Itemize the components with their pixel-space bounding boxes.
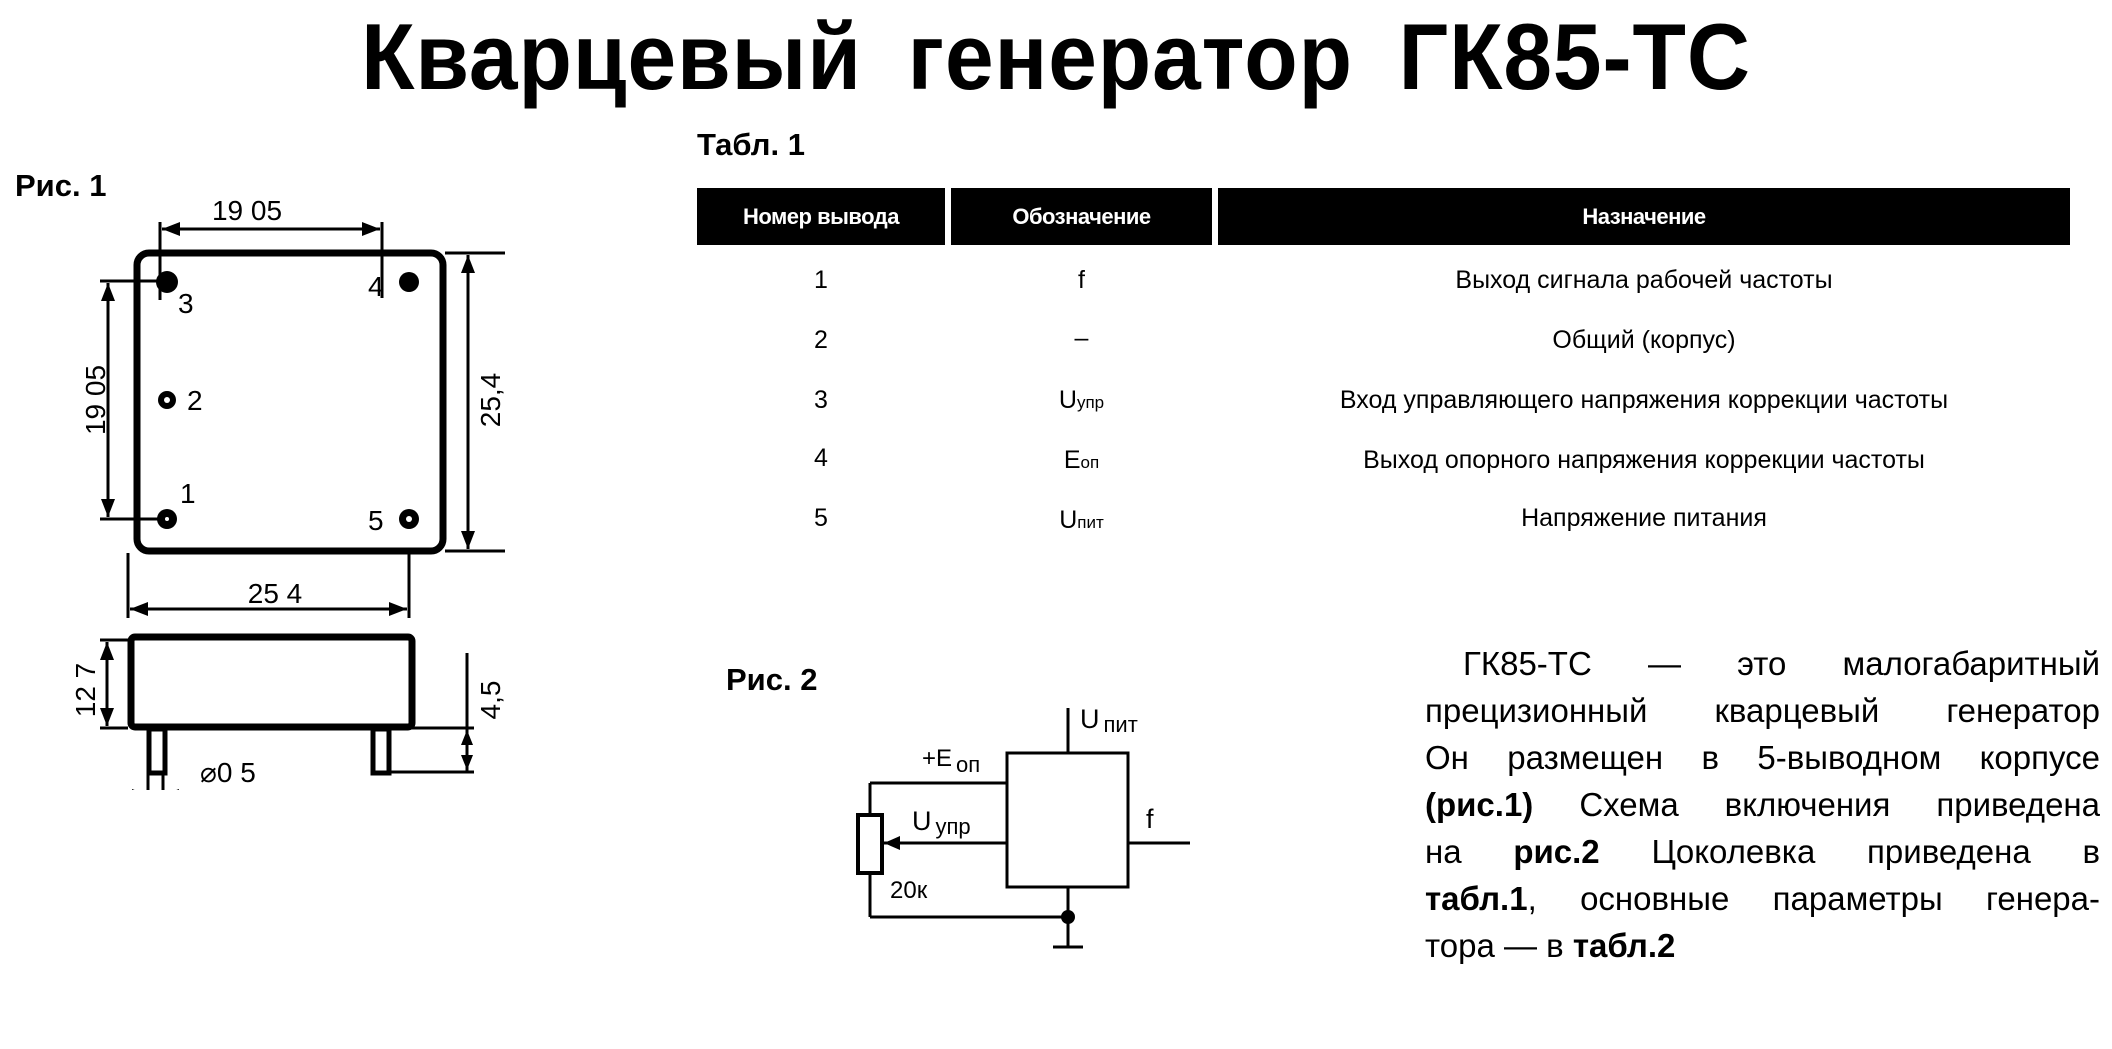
row-symbol: f [1078, 266, 1085, 294]
paragraph-line: (рис.1) Схема включения приведена [1425, 786, 2100, 823]
dim-pin-length: 4,5 [475, 681, 506, 720]
output-label: f [1146, 804, 1154, 834]
row-purpose: Общий (корпус) [1552, 326, 1736, 354]
row-number: 2 [814, 326, 828, 354]
dim-width: 25 4 [248, 578, 303, 609]
resistor-label: 20к [890, 877, 928, 904]
description-paragraph: ГК85-ТС — это малогабаритный прецизионны… [1425, 640, 2100, 969]
figure1-label: Рис. 1 [15, 168, 107, 203]
pin-label-2: 2 [187, 385, 203, 416]
paragraph-line: на рис.2 Цоколевка приведена в [1425, 833, 2100, 870]
dim-top-spacing: 19 05 [212, 195, 282, 226]
row-symbol: Eоп [1063, 446, 1100, 474]
row-number: 5 [814, 504, 828, 532]
row-symbol: Uпит [1059, 506, 1104, 534]
dim-body-height: 12 7 [70, 663, 101, 718]
pin-label-4: 4 [368, 271, 384, 302]
table-header-purpose: Назначение [1218, 188, 2070, 245]
page-title: Кварцевый генератор ГК85-ТС [361, 4, 1751, 109]
paragraph-line: табл.1, основные параметры генера- [1425, 880, 2100, 917]
row-symbol: Uупр [1058, 386, 1105, 414]
row-purpose: Выход опорного напряжения коррекции част… [1363, 446, 1925, 474]
dim-pin-diameter: ⌀0 5 [200, 757, 256, 788]
table1-label: Табл. 1 [697, 127, 805, 162]
row-symbol: – [1074, 324, 1089, 352]
paragraph-line: тора — в табл.2 [1425, 927, 1676, 964]
row-purpose: Выход сигнала рабочей частоты [1455, 266, 1833, 294]
figure2-label: Рис. 2 [726, 662, 818, 697]
row-number: 4 [814, 444, 828, 472]
pin-label-5: 5 [368, 505, 384, 536]
pin-label-1: 1 [180, 478, 196, 509]
paragraph-line: Он размещен в 5-выводном корпусе [1425, 739, 2100, 776]
paragraph-line: ГК85-ТС — это малогабаритный [1463, 645, 2100, 682]
figure1-package-drawing: 19 05 19 05 25,4 25 4 12 7 4,5 ⌀0 5 3 4 … [70, 195, 506, 790]
paragraph-line: прецизионный кварцевый генератор [1425, 692, 2100, 729]
dim-height: 25,4 [475, 373, 506, 428]
row-purpose: Вход управляющего напряжения коррекции ч… [1339, 386, 1949, 414]
pin-label-3: 3 [178, 288, 194, 319]
row-number: 1 [814, 266, 828, 294]
row-number: 3 [814, 386, 828, 414]
table-header-symbol: Обозначение [951, 188, 1212, 245]
row-purpose: Напряжение питания [1521, 504, 1767, 532]
dim-side-spacing: 19 05 [80, 365, 111, 435]
table-header-number: Номер вывода [697, 188, 945, 245]
